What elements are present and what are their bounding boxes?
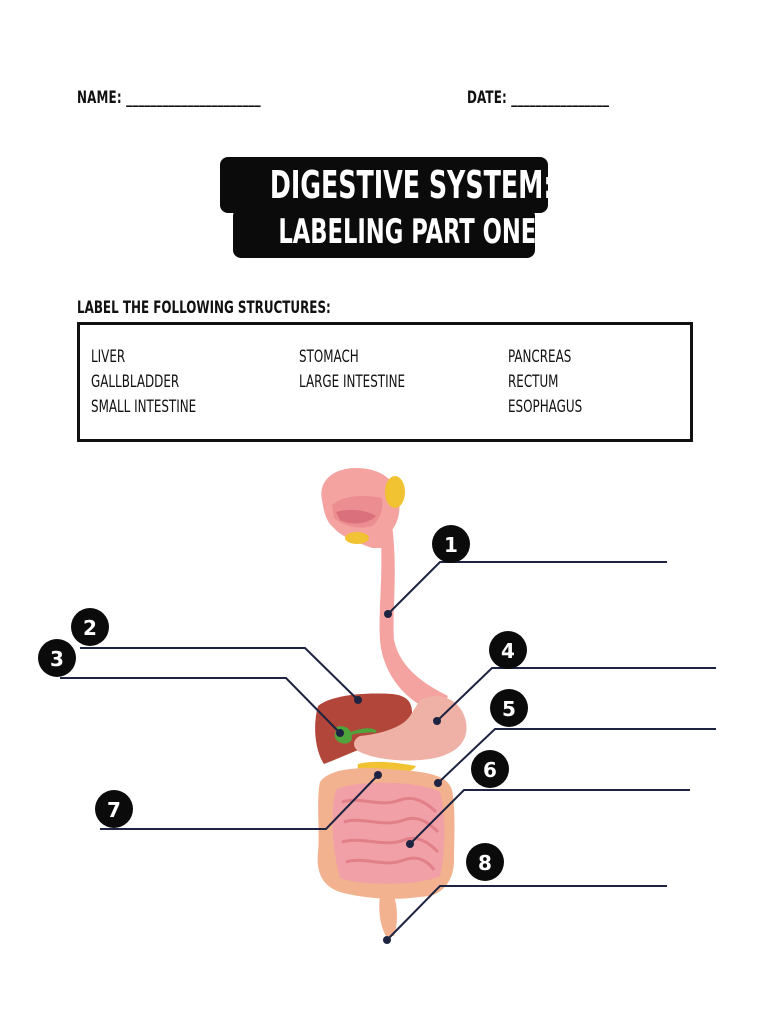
leader-line-6 <box>409 789 690 845</box>
esophagus-illustration <box>379 525 448 712</box>
word-bank-term: STOMACH <box>299 347 359 367</box>
word-bank-term: LARGE INTESTINE <box>299 372 406 392</box>
label-number-6: 6 <box>483 758 497 782</box>
page-title: DIGESTIVE SYSTEM: <box>269 163 554 207</box>
word-bank-term: ESOPHAGUS <box>508 397 583 417</box>
label-badge-6: 6 <box>471 750 509 788</box>
leader-dot-6 <box>406 840 414 848</box>
word-bank-term: GALLBLADDER <box>91 372 180 392</box>
instructions-text: LABEL THE FOLLOWING STRUCTURES: <box>77 298 331 318</box>
label-badge-1: 1 <box>432 525 470 563</box>
leader-line-2 <box>80 647 359 701</box>
label-number-5: 5 <box>502 697 516 721</box>
word-bank-term: RECTUM <box>508 372 559 392</box>
leader-line-8 <box>386 885 667 941</box>
label-number-7: 7 <box>107 798 121 822</box>
label-badge-2: 2 <box>71 608 109 646</box>
leader-dot-3 <box>336 729 344 737</box>
label-number-3: 3 <box>50 647 64 671</box>
leader-dot-7 <box>374 771 382 779</box>
leader-line-7 <box>100 774 379 830</box>
leader-dot-2 <box>354 696 362 704</box>
leader-line-4 <box>436 667 716 722</box>
word-bank-column-2: STOMACH LARGE INTESTINE <box>299 345 435 395</box>
word-bank-term: PANCREAS <box>508 347 572 367</box>
word-bank-term: SMALL INTESTINE <box>91 397 197 417</box>
leader-line-5 <box>437 728 716 784</box>
label-badge-8: 8 <box>466 843 504 881</box>
label-badge-7: 7 <box>95 790 133 828</box>
rectum-illustration <box>379 896 397 936</box>
page-subtitle: LABELING PART ONE <box>278 212 537 252</box>
label-number-1: 1 <box>444 533 458 557</box>
title-banner-line1: DIGESTIVE SYSTEM: <box>220 157 553 213</box>
word-bank-column-1: LIVER GALLBLADDER SMALL INTESTINE <box>91 345 226 420</box>
name-field[interactable]: NAME: ______________________ <box>77 88 261 108</box>
label-number-4: 4 <box>501 639 515 663</box>
label-badge-5: 5 <box>490 689 528 727</box>
word-bank-term: LIVER <box>91 347 126 367</box>
title-banner-line2: LABELING PART ONE <box>233 208 537 258</box>
leader-line-1 <box>387 561 667 615</box>
leader-dots <box>336 610 442 944</box>
label-badge-3: 3 <box>38 639 76 677</box>
leader-dot-8 <box>383 936 391 944</box>
word-bank-column-3: PANCREAS RECTUM ESOPHAGUS <box>508 345 603 420</box>
small-intestine-illustration <box>332 782 445 884</box>
stomach-illustration <box>354 696 467 761</box>
label-number-2: 2 <box>83 616 97 640</box>
leader-dot-4 <box>433 717 441 725</box>
date-field[interactable]: DATE: ________________ <box>467 88 610 108</box>
gallbladder-illustration <box>334 726 377 744</box>
leader-line-3 <box>60 677 341 734</box>
mouth-illustration <box>321 468 405 548</box>
leader-lines <box>60 561 716 941</box>
label-badge-4: 4 <box>489 631 527 669</box>
label-number-8: 8 <box>478 851 492 875</box>
leader-dot-1 <box>384 610 392 618</box>
word-bank-box: LIVER GALLBLADDER SMALL INTESTINE STOMAC… <box>77 322 693 442</box>
leader-dot-5 <box>434 779 442 787</box>
